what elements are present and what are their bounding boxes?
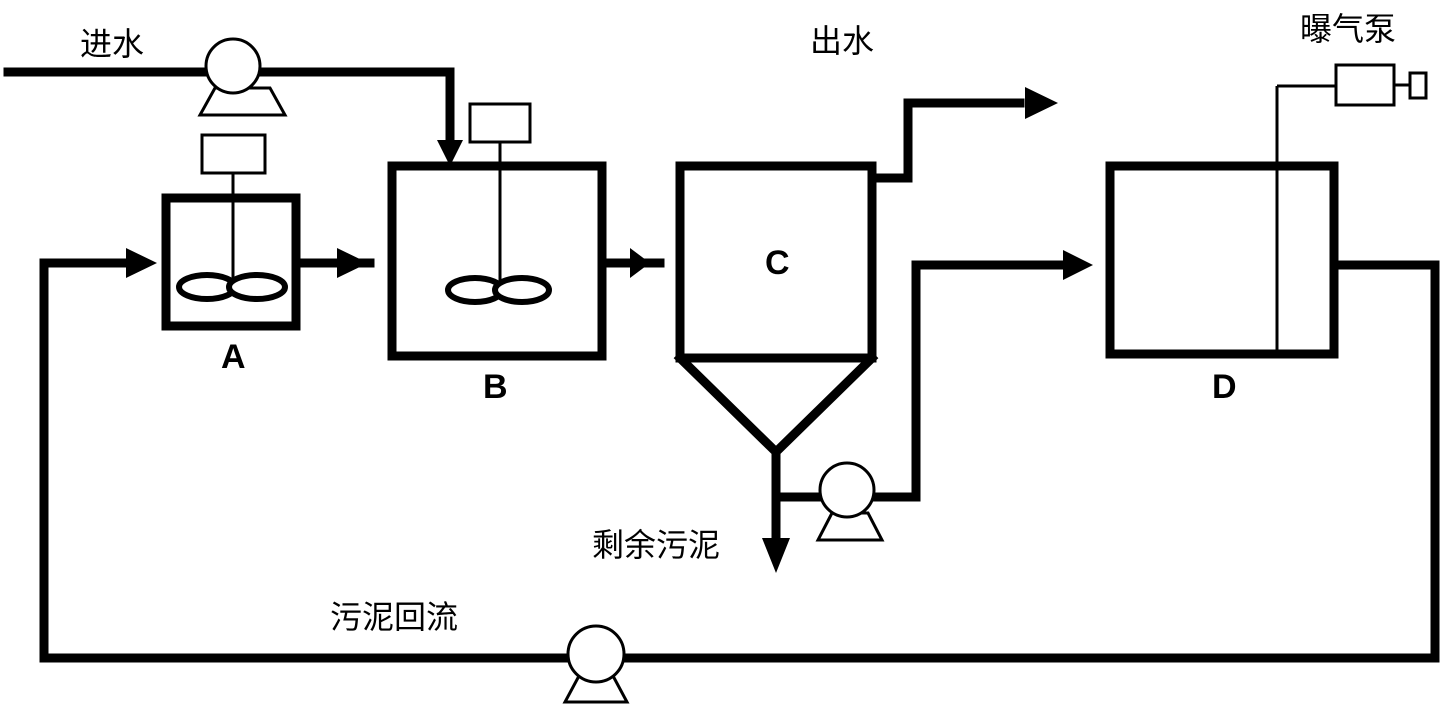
effluent-arrow [1025, 87, 1058, 119]
tank-a [161, 193, 301, 331]
aeration-pump-label: 曝气泵 [1300, 10, 1396, 48]
aeration-pump-outlet [1408, 71, 1428, 100]
tank-b-impeller-right [492, 275, 552, 305]
clarifier-c [673, 161, 879, 459]
sludge-return-label: 污泥回流 [330, 598, 458, 636]
effluent-label: 出水 [810, 22, 874, 60]
tank-a-motor [200, 133, 267, 175]
arrow-a-to-b [337, 248, 368, 278]
tank-b [387, 161, 607, 361]
tank-b-label: B [483, 368, 508, 406]
tank-d-label: D [1212, 368, 1237, 406]
influent-arrow [437, 140, 463, 166]
effluent-pipe [871, 98, 1025, 183]
arrow-into-d [1063, 250, 1093, 280]
sludge-pump-icon [815, 461, 885, 542]
aeration-pump-icon [1334, 63, 1396, 107]
tank-a-impeller-right [226, 272, 288, 302]
excess-sludge-label: 剩余污泥 [592, 526, 720, 564]
tank-d [1105, 161, 1339, 359]
influent-pump-icon [197, 37, 288, 117]
return-pump-icon [562, 624, 630, 704]
clarifier-c-label: C [765, 244, 790, 282]
influent-label: 进水 [80, 25, 144, 63]
arrow-into-a [126, 248, 157, 278]
tank-a-label: A [221, 338, 246, 376]
arrow-b-to-c [630, 248, 650, 278]
influent-pipe [3, 67, 455, 155]
excess-sludge-arrow [762, 538, 790, 573]
tank-b-motor [468, 102, 532, 144]
sludge-return-pipe [39, 260, 1440, 663]
return-pipe-into-a [39, 258, 145, 655]
